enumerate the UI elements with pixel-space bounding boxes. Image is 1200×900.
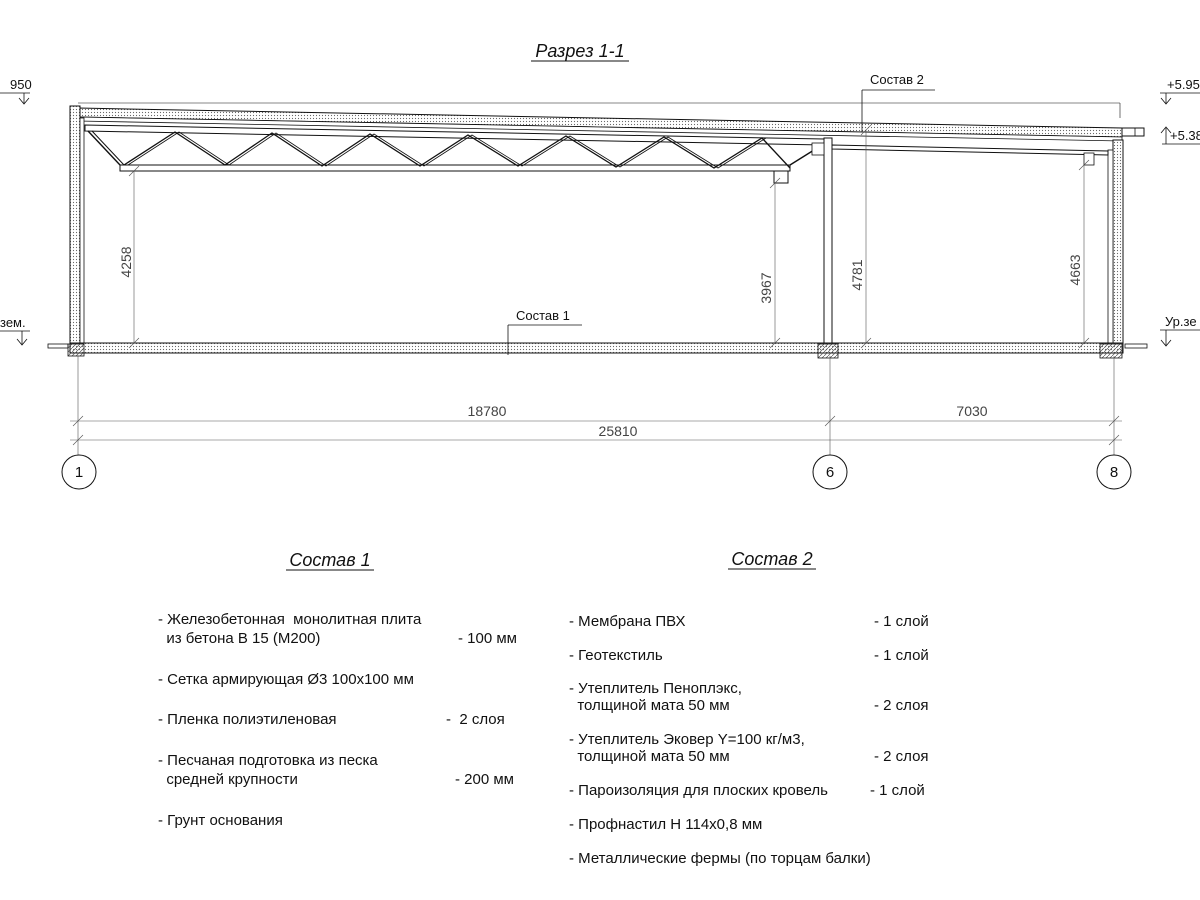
sostav1-title: Состав 1	[289, 550, 370, 570]
left-column	[79, 117, 85, 345]
sostav2-line-3: - Утеплитель Пеноплэкс,	[569, 680, 742, 697]
height-dim-1-label: 4258	[118, 246, 134, 277]
height-dim-3: 4781	[849, 124, 872, 349]
height-dim-2: 3967	[758, 177, 781, 349]
sostav2-value-2: - 1 слой	[874, 647, 929, 664]
span-1-6-label: 18780	[468, 403, 507, 419]
sostav1-line-3: - Сетка армирующая Ø3 100х100 мм	[158, 671, 414, 688]
axis-bubble-1: 1	[61, 454, 97, 490]
sostav2-line-4: толщиной мата 50 мм	[569, 697, 730, 714]
sostav2-line-9: - Металлические фермы (по торцам балки)	[569, 850, 871, 867]
sostav1-line-5: - Песчаная подготовка из песка	[158, 752, 378, 769]
elevation-right-ground-label: Ур.зе	[1165, 314, 1197, 329]
sostav1-value-3: - 200 мм	[455, 771, 514, 788]
sostav1-block: Состав 1 - Железобетонная монолитная пли…	[158, 550, 517, 829]
left-wall	[69, 105, 81, 345]
elevation-left-ground-label: зем.	[0, 315, 26, 330]
span-total-label: 25810	[599, 423, 638, 439]
callout-roof-label: Состав 2	[870, 72, 924, 87]
elevation-right-mid-label: +5.38	[1170, 128, 1200, 143]
axis-lines	[77, 356, 1115, 455]
callout-floor-label: Состав 1	[516, 308, 570, 323]
footing-axis-1	[67, 343, 85, 357]
sostav2-block: Состав 2 - Мембрана ПВХ - 1 слой - Геоте…	[569, 549, 929, 867]
axis-bubble-8-label: 8	[1110, 464, 1118, 481]
axis-bubble-6-label: 6	[826, 464, 834, 481]
elevation-left-top-label: 950	[10, 77, 32, 92]
span-6-8-label: 7030	[956, 403, 987, 419]
roof-truss	[84, 124, 825, 184]
height-dim-2-label: 3967	[758, 272, 774, 303]
footing-axis-8	[1099, 343, 1123, 359]
sostav1-line-4: - Пленка полиэтиленовая	[158, 711, 337, 728]
sostav2-line-5: - Утеплитель Эковер Y=100 кг/м3,	[569, 731, 805, 748]
sostav2-value-3: - 2 слоя	[874, 697, 929, 714]
sostav1-value-1: - 100 мм	[458, 630, 517, 647]
callout-roof: Состав 2	[861, 72, 935, 132]
elevation-right-top: +5.95	[1160, 77, 1200, 105]
height-dim-4: 4663	[1067, 159, 1090, 349]
height-dim-1: 4258	[118, 165, 140, 349]
callout-floor: Состав 1	[507, 308, 582, 355]
sostav2-line-8: - Профнастил Н 114х0,8 мм	[569, 816, 762, 833]
sostav2-line-2: - Геотекстиль	[569, 647, 663, 664]
elevation-right-top-label: +5.95	[1167, 77, 1200, 92]
sostav1-value-2: - 2 слоя	[446, 711, 505, 728]
section-title: Разрез 1-1	[535, 41, 624, 61]
axis-bubble-8: 8	[1096, 454, 1132, 490]
footing-axis-6	[817, 343, 839, 359]
right-wall	[1112, 139, 1124, 345]
sostav1-line-1: - Железобетонная монолитная плита	[158, 611, 422, 628]
sostav2-line-6: толщиной мата 50 мм	[569, 748, 730, 765]
sostav2-value-5: - 1 слой	[870, 782, 925, 799]
middle-column	[823, 137, 833, 345]
elevation-left-top: 950	[0, 77, 32, 105]
axis-bubble-1-label: 1	[75, 464, 83, 481]
sostav1-line-7: - Грунт основания	[158, 812, 283, 829]
span-dims	[70, 415, 1122, 446]
elevation-right-mid: +5.38	[1160, 126, 1200, 145]
elevation-left-ground: зем.	[0, 315, 30, 346]
roof-beam	[831, 144, 1109, 166]
sostav1-line-2: из бетона В 15 (М200)	[158, 630, 320, 647]
sostav2-title: Состав 2	[731, 549, 812, 569]
sostav1-line-6: средней крупности	[158, 771, 298, 788]
elevation-right-ground: Ур.зе	[1160, 314, 1200, 347]
sostav2-value-4: - 2 слоя	[874, 748, 929, 765]
height-dim-4-label: 4663	[1067, 254, 1083, 285]
height-dim-3-label: 4781	[849, 259, 865, 290]
roof-overhang	[1121, 127, 1145, 137]
sostav2-line-1: - Мембрана ПВХ	[569, 613, 686, 630]
sostav2-line-7: - Пароизоляция для плоских кровель	[569, 782, 828, 799]
right-column	[1107, 149, 1114, 345]
floor-slab	[47, 342, 1148, 359]
axis-bubble-6: 6	[812, 454, 848, 490]
sostav2-value-1: - 1 слой	[874, 613, 929, 630]
